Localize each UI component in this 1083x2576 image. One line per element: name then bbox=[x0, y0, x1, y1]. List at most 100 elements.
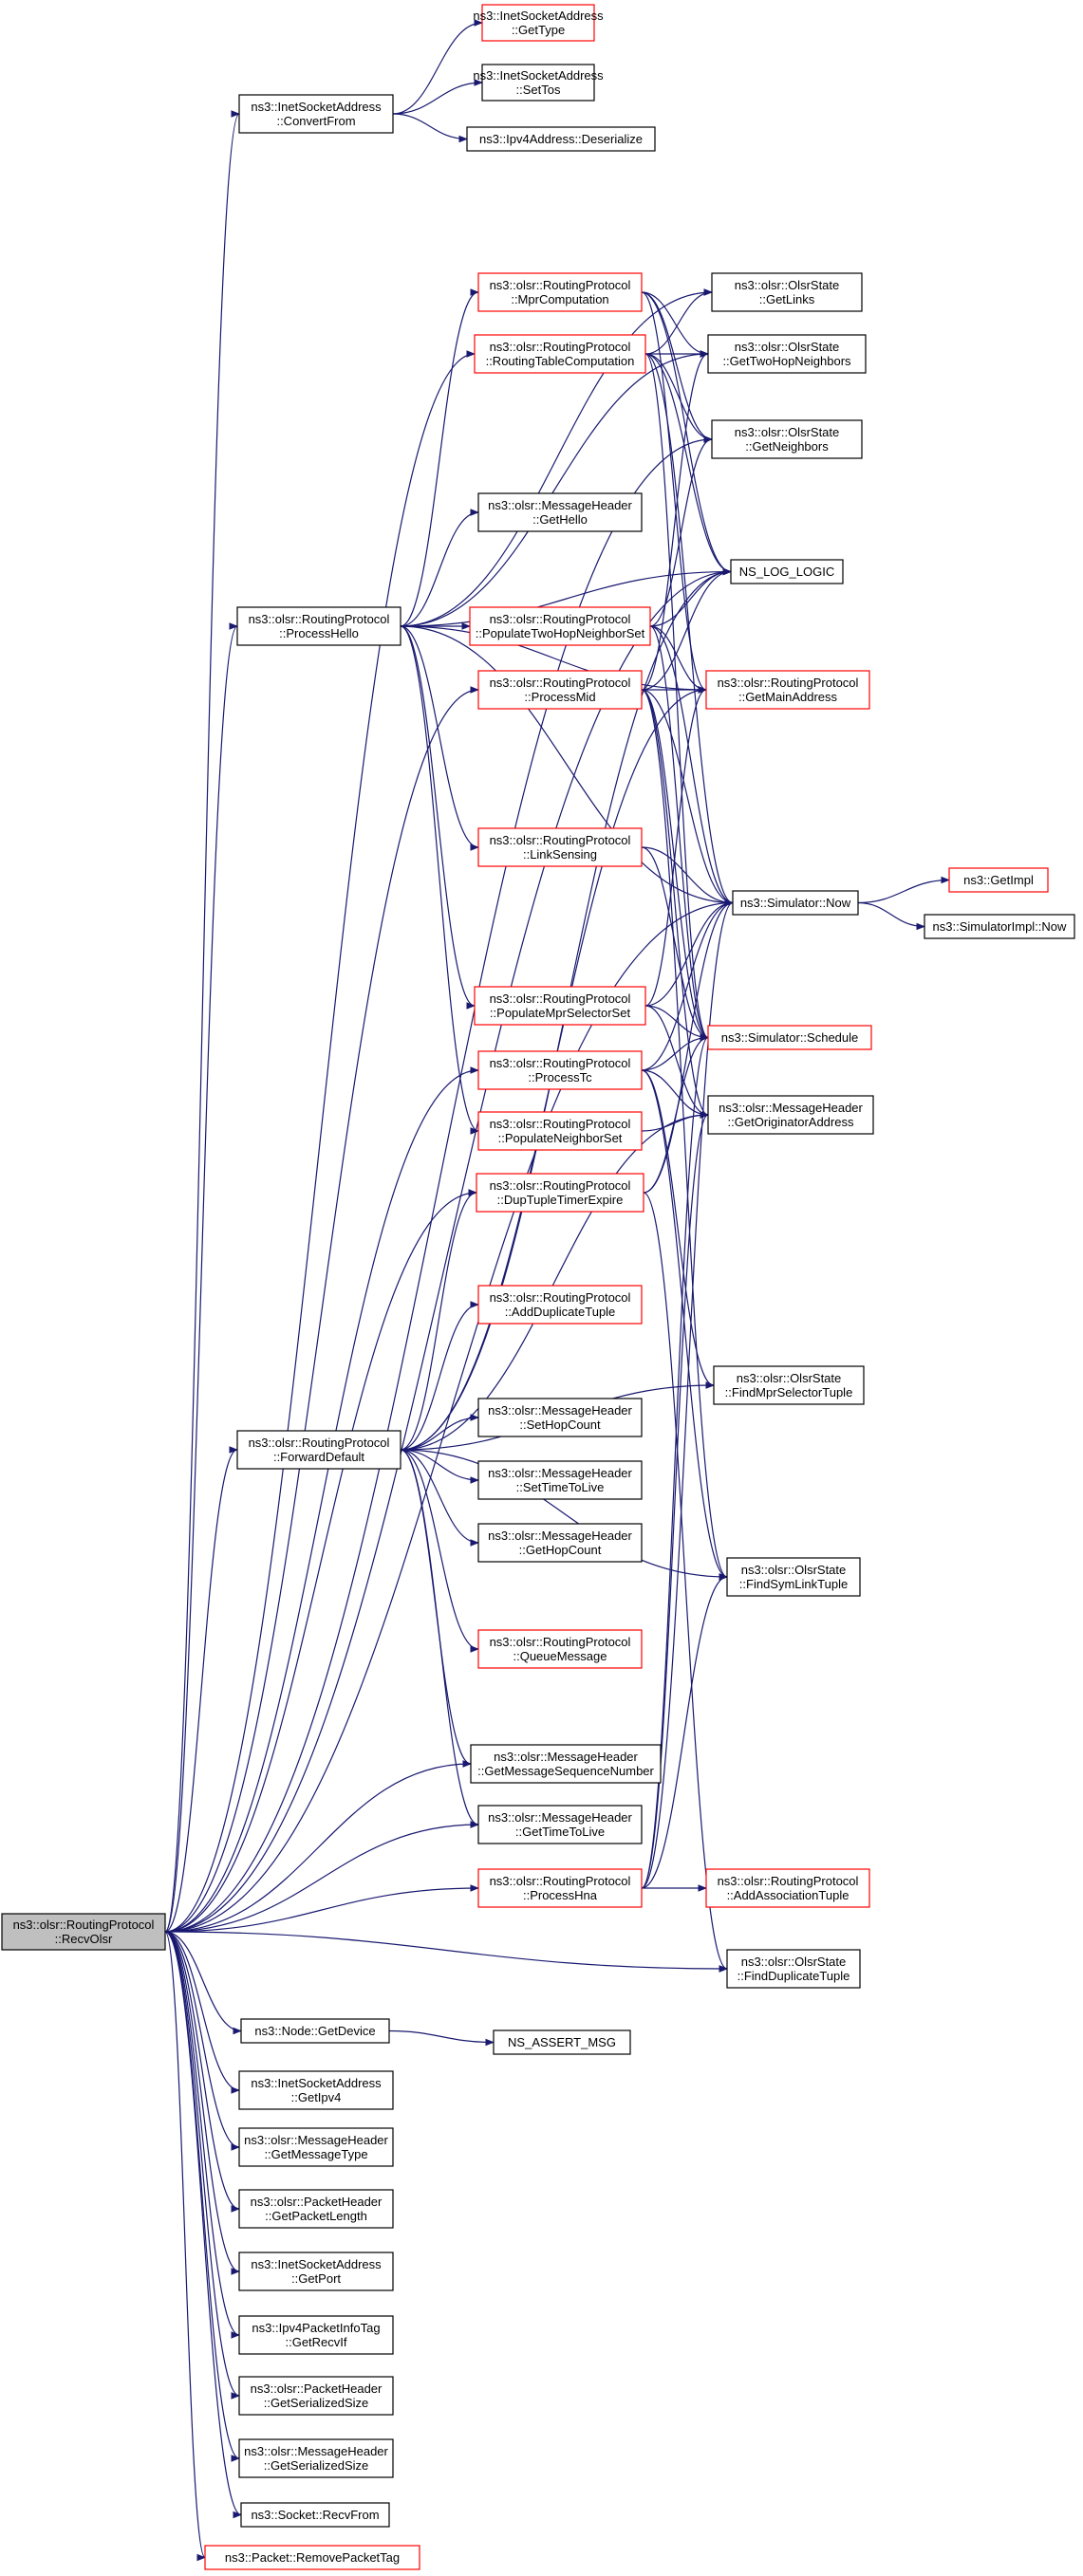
node-recv[interactable]: ns3::olsr::RoutingProtocol::RecvOlsr bbox=[1, 1913, 166, 1951]
node-label: ns3::olsr::RoutingProtocol bbox=[490, 1874, 631, 1888]
node-label: ::GetNeighbors bbox=[745, 439, 829, 454]
node-label: ::PopulateNeighborSet bbox=[498, 1131, 623, 1145]
edge-recv-to-pktsersize bbox=[164, 1931, 240, 2400]
node-getttl[interactable]: ns3::olsr::MessageHeader::GetTimeToLive bbox=[477, 1805, 643, 1844]
node-settos[interactable]: ns3::InetSocketAddress::SetTos bbox=[473, 64, 604, 102]
node-assertmsg[interactable]: NS_ASSERT_MSG bbox=[493, 2029, 631, 2055]
node-popneigh[interactable]: ns3::olsr::RoutingProtocol::PopulateNeig… bbox=[477, 1111, 643, 1151]
node-getlinks[interactable]: ns3::olsr::OlsrState::GetLinks bbox=[711, 272, 863, 312]
node-finddup[interactable]: ns3::olsr::OlsrState::FindDuplicateTuple bbox=[726, 1949, 861, 1989]
node-getimpl[interactable]: ns3::GetImpl bbox=[948, 867, 1049, 893]
node-queuemsg[interactable]: ns3::olsr::RoutingProtocol::QueueMessage bbox=[477, 1629, 643, 1669]
node-label: ::GetPacketLength bbox=[265, 2209, 367, 2223]
node-label: ::MprComputation bbox=[511, 292, 608, 306]
node-label: ns3::Node::GetDevice bbox=[254, 2024, 375, 2038]
node-label: ::ProcessHello bbox=[279, 626, 359, 640]
edge-forward-to-gethopcount bbox=[400, 1449, 479, 1547]
node-label: ns3::olsr::RoutingProtocol bbox=[490, 1178, 631, 1193]
node-getipv4[interactable]: ns3::InetSocketAddress::GetIpv4 bbox=[238, 2070, 394, 2110]
edge-poptwohop-to-nslog bbox=[649, 567, 732, 627]
node-label: ::AddAssociationTuple bbox=[727, 1888, 850, 1902]
node-processhello[interactable]: ns3::olsr::RoutingProtocol::ProcessHello bbox=[236, 606, 401, 646]
node-forward[interactable]: ns3::olsr::RoutingProtocol::ForwardDefau… bbox=[236, 1430, 401, 1470]
node-findsym[interactable]: ns3::olsr::OlsrState::FindSymLinkTuple bbox=[726, 1557, 861, 1597]
node-simimplnow[interactable]: ns3::SimulatorImpl::Now bbox=[924, 914, 1075, 939]
node-msgsersize[interactable]: ns3::olsr::MessageHeader::GetSerializedS… bbox=[238, 2438, 394, 2478]
node-getport[interactable]: ns3::InetSocketAddress::GetPort bbox=[238, 2252, 394, 2291]
node-label: ::GetHopCount bbox=[519, 1543, 602, 1557]
node-label: ns3::olsr::OlsrState bbox=[735, 340, 840, 354]
node-simnow[interactable]: ns3::Simulator::Now bbox=[732, 890, 859, 916]
node-addassoc[interactable]: ns3::olsr::RoutingProtocol::AddAssociati… bbox=[705, 1868, 870, 1908]
edge-rtcomp-to-getneighbors bbox=[644, 353, 713, 443]
node-mprcomp[interactable]: ns3::olsr::RoutingProtocol::MprComputati… bbox=[477, 272, 643, 312]
node-box bbox=[707, 1095, 874, 1135]
node-convertfrom[interactable]: ns3::InetSocketAddress::ConvertFrom bbox=[238, 94, 394, 134]
node-label: ns3::olsr::RoutingProtocol bbox=[490, 612, 631, 626]
node-gettwohop[interactable]: ns3::olsr::OlsrState::GetTwoHopNeighbors bbox=[707, 334, 867, 374]
node-getpktlen[interactable]: ns3::olsr::PacketHeader::GetPacketLength bbox=[238, 2189, 394, 2229]
edge-linksensing-to-schedule bbox=[641, 846, 709, 1042]
edge-processhello-to-popmprsel bbox=[400, 625, 476, 1010]
node-box bbox=[924, 914, 1075, 939]
edge-recv-to-processhna bbox=[164, 1884, 479, 1933]
edge-processhello-to-popneigh bbox=[400, 625, 479, 1135]
edge-processhello-to-gethello bbox=[400, 509, 479, 627]
node-poptwohop[interactable]: ns3::olsr::RoutingProtocol::PopulateTwoH… bbox=[469, 606, 651, 646]
node-sethopcount[interactable]: ns3::olsr::MessageHeader::SetHopCount bbox=[477, 1398, 643, 1437]
edge-processmid-to-simnow bbox=[641, 689, 734, 907]
edge-processhna-to-schedule bbox=[641, 1033, 709, 1889]
edge-processhna-to-getorigaddr bbox=[641, 1111, 709, 1889]
node-nslog[interactable]: NS_LOG_LOGIC bbox=[730, 559, 844, 584]
node-box bbox=[705, 1868, 870, 1908]
node-processhna[interactable]: ns3::olsr::RoutingProtocol::ProcessHna bbox=[477, 1868, 643, 1908]
node-setttl[interactable]: ns3::olsr::MessageHeader::SetTimeToLive bbox=[477, 1460, 643, 1500]
node-box bbox=[238, 2189, 394, 2229]
edge-recv-to-forward bbox=[164, 1446, 238, 1933]
node-getseqnum[interactable]: ns3::olsr::MessageHeader::GetMessageSequ… bbox=[470, 1744, 662, 1784]
node-box bbox=[474, 334, 646, 374]
node-processmid[interactable]: ns3::olsr::RoutingProtocol::ProcessMid bbox=[477, 670, 643, 710]
node-gethello[interactable]: ns3::olsr::MessageHeader::GetHello bbox=[477, 492, 643, 532]
edge-processhna-to-findsym bbox=[641, 1573, 728, 1889]
edge-convertfrom-to-gettype bbox=[392, 19, 483, 115]
node-gettype[interactable]: ns3::InetSocketAddress::GetType bbox=[473, 4, 604, 42]
edge-recv-to-getrecvif bbox=[164, 1931, 240, 2339]
node-gethopcount[interactable]: ns3::olsr::MessageHeader::GetHopCount bbox=[477, 1523, 643, 1563]
node-label: ::GetMessageSequenceNumber bbox=[477, 1764, 654, 1778]
node-box bbox=[477, 827, 643, 867]
node-recvfrom[interactable]: ns3::Socket::RecvFrom bbox=[240, 2502, 390, 2528]
node-label: ::ProcessHna bbox=[523, 1888, 598, 1902]
node-popmprsel[interactable]: ns3::olsr::RoutingProtocol::PopulateMprS… bbox=[474, 986, 646, 1026]
node-label: ::ConvertFrom bbox=[276, 114, 355, 128]
node-pktsersize[interactable]: ns3::olsr::PacketHeader::GetSerializedSi… bbox=[238, 2376, 394, 2416]
node-rtcomp[interactable]: ns3::olsr::RoutingProtocol::RoutingTable… bbox=[474, 334, 646, 374]
node-label: ns3::olsr::RoutingProtocol bbox=[718, 676, 859, 690]
edge-processmid-to-nslog bbox=[641, 567, 732, 691]
node-linksensing[interactable]: ns3::olsr::RoutingProtocol::LinkSensing bbox=[477, 827, 643, 867]
node-label: ns3::InetSocketAddress bbox=[251, 100, 382, 114]
node-removetag[interactable]: ns3::Packet::RemovePacketTag bbox=[204, 2545, 420, 2570]
node-getdevice[interactable]: ns3::Node::GetDevice bbox=[240, 2018, 390, 2044]
node-label: ns3::InetSocketAddress bbox=[473, 68, 604, 83]
node-duptuple[interactable]: ns3::olsr::RoutingProtocol::DupTupleTime… bbox=[476, 1173, 644, 1213]
node-label: ::ForwardDefault bbox=[273, 1450, 364, 1464]
node-getrecvif[interactable]: ns3::Ipv4PacketInfoTag::GetRecvIf bbox=[238, 2315, 394, 2355]
node-deserialize[interactable]: ns3::Ipv4Address::Deserialize bbox=[466, 126, 656, 152]
node-label: ns3::olsr::MessageHeader bbox=[488, 498, 632, 512]
edge-processhello-to-nslog bbox=[400, 567, 732, 627]
node-getneighbors[interactable]: ns3::olsr::OlsrState::GetNeighbors bbox=[711, 419, 863, 459]
node-getmsgtype[interactable]: ns3::olsr::MessageHeader::GetMessageType bbox=[238, 2127, 394, 2167]
node-label: ns3::olsr::OlsrState bbox=[735, 425, 840, 439]
edge-processtc-to-getorigaddr bbox=[641, 1069, 709, 1119]
node-adddup[interactable]: ns3::olsr::RoutingProtocol::AddDuplicate… bbox=[477, 1285, 643, 1325]
node-label: ::GetType bbox=[512, 23, 565, 37]
node-schedule[interactable]: ns3::Simulator::Schedule bbox=[707, 1025, 872, 1050]
node-processtc[interactable]: ns3::olsr::RoutingProtocol::ProcessTc bbox=[477, 1050, 643, 1090]
node-label: ns3::olsr::OlsrState bbox=[737, 1371, 842, 1385]
node-label: ns3::GetImpl bbox=[963, 873, 1034, 887]
node-getorigaddr[interactable]: ns3::olsr::MessageHeader::GetOriginatorA… bbox=[707, 1095, 874, 1135]
node-findmprsel[interactable]: ns3::olsr::OlsrState::FindMprSelectorTup… bbox=[713, 1365, 865, 1405]
node-label: ::RoutingTableComputation bbox=[486, 354, 635, 368]
node-getmainaddr[interactable]: ns3::olsr::RoutingProtocol::GetMainAddre… bbox=[705, 670, 870, 710]
